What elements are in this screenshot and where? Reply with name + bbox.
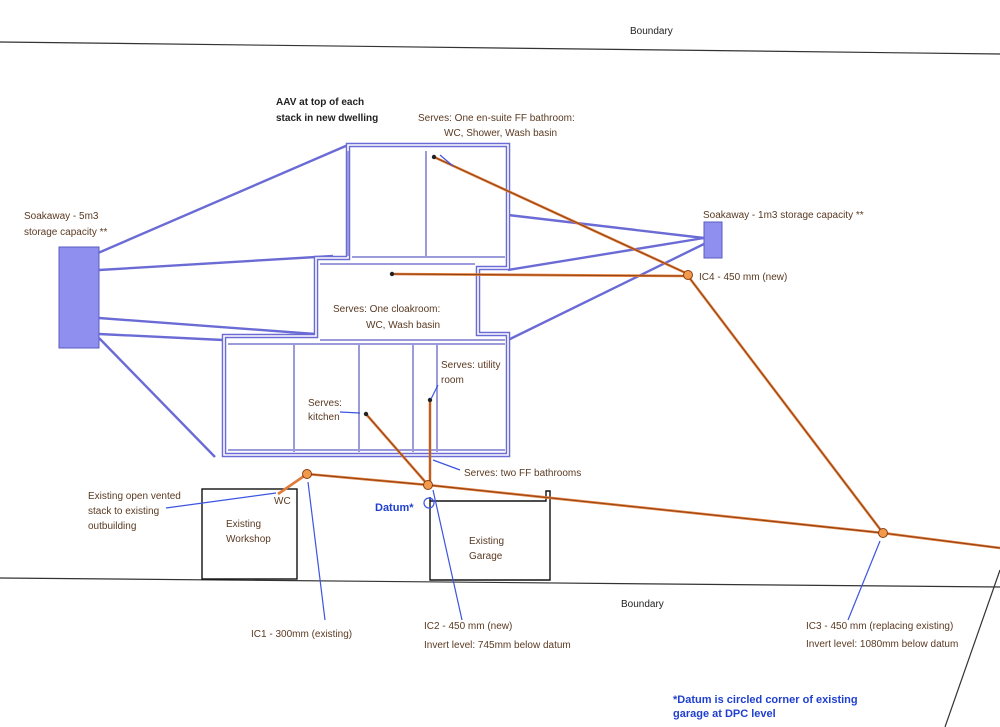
- ic2-chamber: [423, 480, 433, 490]
- ic3-invert: Invert level: 1080mm below datum: [806, 639, 958, 650]
- rainwater-lines: [97, 143, 705, 458]
- soakaway-right: [703, 221, 723, 259]
- existing-garage: [429, 490, 551, 581]
- workshop-label-line1: Existing: [226, 519, 261, 530]
- dwelling-partitions: [228, 151, 505, 452]
- existing-stack-line1: Existing open vented: [88, 491, 181, 502]
- soakaway-right-label: Soakaway - 1m3 storage capacity **: [703, 210, 864, 221]
- soakaway-left-label-line2: storage capacity **: [24, 227, 107, 238]
- boundary-line-bottom: [0, 577, 1000, 588]
- ic3-chamber: [878, 528, 888, 538]
- serves-cloak-line2: WC, Wash basin: [366, 320, 440, 331]
- serves-ff-bathrooms: Serves: two FF bathrooms: [464, 468, 581, 479]
- ic4-chamber: [683, 270, 693, 280]
- dwelling-outline: [221, 142, 511, 458]
- foul-drainage-pipes: [277, 155, 1000, 550]
- boundary-line-right: [944, 569, 1000, 727]
- wc-label: WC: [274, 496, 291, 507]
- serves-kitchen-line2: kitchen: [308, 412, 340, 423]
- ic1-chamber: [302, 469, 312, 479]
- annotation-leaders: [165, 154, 881, 621]
- serves-ensuite-line1: Serves: One en-suite FF bathroom:: [418, 113, 575, 124]
- serves-ensuite-line2: WC, Shower, Wash basin: [444, 128, 557, 139]
- aav-note-line1: AAV at top of each: [276, 97, 364, 108]
- boundary-label-bottom: Boundary: [621, 599, 664, 610]
- existing-stack-line2: stack to existing: [88, 506, 159, 517]
- datum-note-line1: *Datum is circled corner of existing: [673, 694, 858, 706]
- ic4-label: IC4 - 450 mm (new): [699, 272, 787, 283]
- ic3-label: IC3 - 450 mm (replacing existing): [806, 621, 953, 632]
- stack-points: [363, 154, 437, 417]
- workshop-label-line2: Workshop: [226, 534, 271, 545]
- serves-utility-line2: room: [441, 375, 464, 386]
- ic1-label: IC1 - 300mm (existing): [251, 629, 352, 640]
- boundary-label-top: Boundary: [630, 26, 673, 37]
- soakaway-left-label-line1: Soakaway - 5m3: [24, 211, 99, 222]
- serves-cloak-line1: Serves: One cloakroom:: [333, 304, 440, 315]
- datum-label: Datum*: [375, 502, 414, 514]
- garage-label-line2: Garage: [469, 551, 503, 562]
- soakaway-left: [58, 246, 100, 349]
- aav-note-line2: stack in new dwelling: [276, 113, 378, 124]
- existing-workshop: [201, 488, 298, 580]
- datum-circle: [423, 497, 435, 509]
- ic2-label: IC2 - 450 mm (new): [424, 621, 512, 632]
- garage-label-line1: Existing: [469, 536, 504, 547]
- ic2-invert: Invert level: 745mm below datum: [424, 640, 571, 651]
- serves-kitchen-line1: Serves:: [308, 398, 342, 409]
- boundary-line-top: [0, 41, 1000, 55]
- serves-utility-line1: Serves: utility: [441, 360, 500, 371]
- datum-note-line2: garage at DPC level: [673, 708, 776, 720]
- existing-stack-line3: outbuilding: [88, 521, 136, 532]
